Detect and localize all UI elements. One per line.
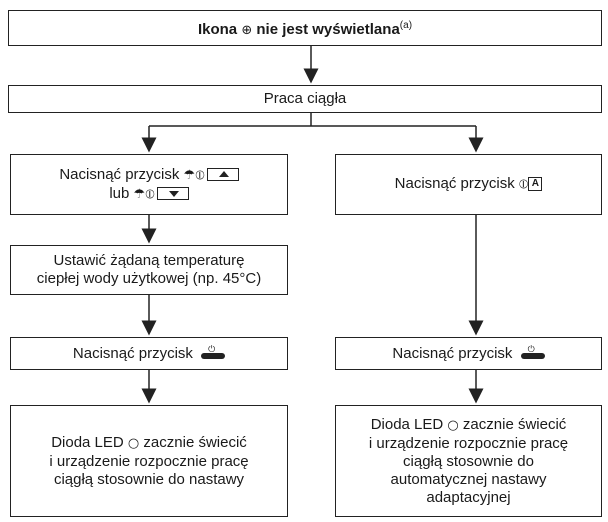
left-step2-line2: ciepłej wody użytkowej (np. 45°C) (36, 270, 262, 287)
thermometer-icon: ⦶ (145, 186, 155, 202)
left-step2-box: Ustawić żądaną temperaturę ciepłej wody … (10, 245, 288, 295)
title-note: (a) (399, 19, 413, 31)
left-result-line3: ciągłą stosownie do nastawy (53, 470, 245, 488)
clock-icon: ⊕ (241, 22, 253, 38)
thermometer-icon: ⦶ (195, 167, 205, 183)
led-circle-icon: ○ (127, 435, 140, 451)
right-step1-label: Nacisnąć przycisk (394, 175, 515, 192)
right-result-line3: ciągłą stosownie do (403, 452, 534, 470)
title-box: Ikona ⊕ nie jest wyświetlana(a) (8, 10, 602, 46)
left-step1-label: Nacisnąć przycisk (59, 165, 180, 183)
left-step3-label: Nacisnąć przycisk (72, 344, 193, 362)
right-result-line1: Dioda LED (370, 415, 444, 433)
auto-button-icon: A (528, 177, 543, 192)
right-result-line5: adaptacyjnej (426, 488, 511, 506)
left-result-line1b: zacznie świecić (143, 433, 247, 451)
thermometer-icon: ⦶ (518, 177, 529, 192)
left-step2-line1: Ustawić żądaną temperaturę (53, 252, 245, 269)
right-result-line1b: zacznie świecić (462, 415, 567, 433)
right-step3-label: Nacisnąć przycisk (392, 344, 513, 362)
shower-icon: ☂ (133, 186, 146, 202)
left-step1-box: Nacisnąć przycisk ☂⦶ lub ☂⦶ (10, 154, 288, 215)
power-button-icon (201, 341, 226, 359)
right-step3-box: Nacisnąć przycisk (335, 337, 602, 370)
right-result-box: Dioda LED ○ zacznie świecić i urządzenie… (335, 405, 602, 517)
left-step3-box: Nacisnąć przycisk (10, 337, 288, 370)
continuous-operation-label: Praca ciągła (263, 90, 347, 107)
left-step1-or: lub (109, 184, 130, 202)
down-button-icon (156, 187, 189, 201)
title-suffix: nie jest wyświetlana (256, 20, 400, 38)
power-button-icon (520, 341, 545, 359)
continuous-operation-box: Praca ciągła (8, 85, 602, 113)
right-result-line2: i urządzenie rozpocznie pracę (368, 434, 569, 452)
title-prefix: Ikona (197, 20, 238, 38)
left-result-line1: Dioda LED (51, 433, 124, 451)
left-result-box: Dioda LED ○ zacznie świecić i urządzenie… (10, 405, 288, 517)
right-step1-box: Nacisnąć przycisk ⦶A (335, 154, 602, 215)
up-button-icon (206, 168, 239, 182)
right-result-line4: automatycznej nastawy (390, 470, 547, 488)
left-result-line2: i urządzenie rozpocznie pracę (49, 452, 249, 470)
led-circle-icon: ○ (447, 417, 459, 433)
shower-icon: ☂ (183, 167, 196, 183)
